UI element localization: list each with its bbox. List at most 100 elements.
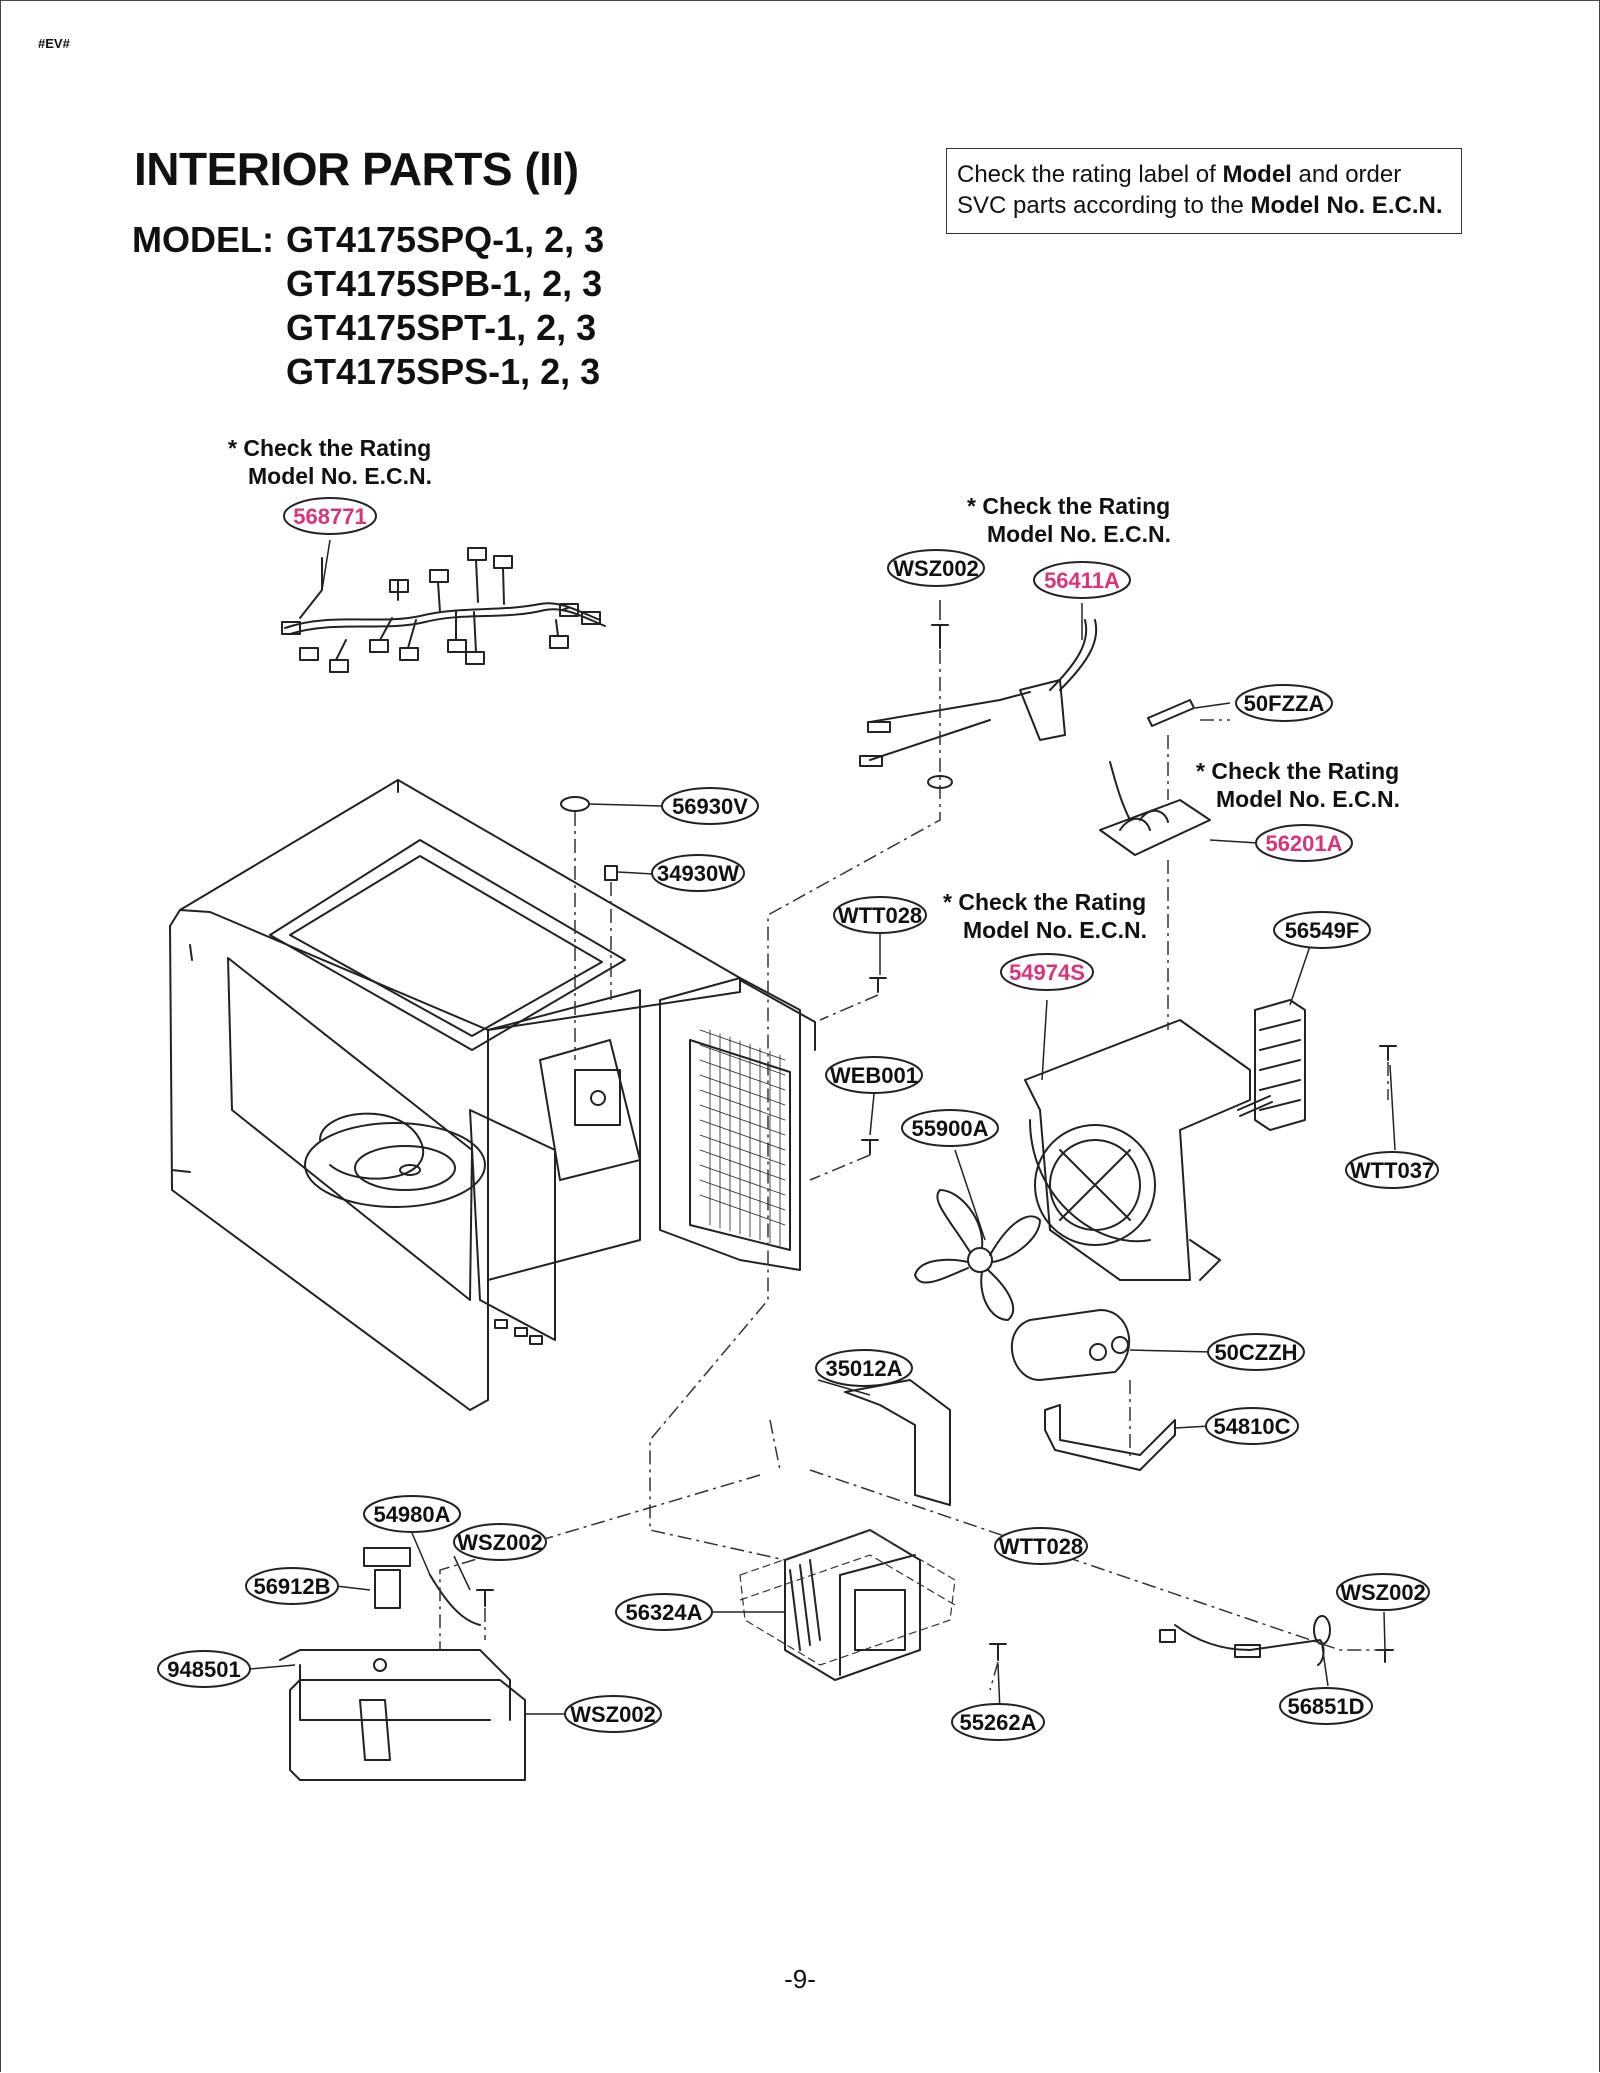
part-callout-54980a: 54980A: [363, 1495, 461, 1533]
part-number-label: 55262A: [959, 1710, 1036, 1735]
part-number-label: 56324A: [625, 1600, 702, 1625]
rating-notice-box: Check the rating label of Model and orde…: [946, 148, 1462, 234]
part-callout-wsz002: WSZ002: [453, 1523, 547, 1561]
notice-bold: Model: [1222, 161, 1292, 188]
part-number-label: 54974S: [1009, 960, 1085, 985]
part-number-label: WSZ002: [1340, 1580, 1426, 1605]
part-callout-wsz002: WSZ002: [564, 1695, 662, 1733]
part-callout-wtt037: WTT037: [1345, 1151, 1439, 1189]
callout-oval: [1205, 1407, 1299, 1445]
wire-harness-drawing: [281, 547, 606, 673]
part-callout-55900a: 55900A: [901, 1109, 999, 1147]
part-callout-wtt028: WTT028: [994, 1527, 1088, 1565]
part-number-label: 56930V: [672, 794, 748, 819]
part-number-label: 34930W: [657, 861, 739, 886]
part-callout-wsz002: WSZ002: [887, 549, 985, 587]
callout-oval: [1336, 1573, 1430, 1611]
model-list: MODEL: GT4175SPQ-1, 2, 3 GT4175SPB-1, 2, …: [132, 218, 604, 394]
model-line: GT4175SPQ-1, 2, 3: [286, 219, 605, 260]
callout-oval: [815, 1349, 913, 1387]
callout-oval: [825, 1056, 923, 1094]
oven-cavity-drawing: [169, 779, 816, 1411]
model-label: MODEL:: [132, 219, 274, 260]
part-number-label: 56411A: [1044, 568, 1120, 593]
part-number-label: 50CZZH: [1214, 1340, 1297, 1365]
callout-oval: [1033, 561, 1131, 599]
notice-bold: Model No. E.C.N.: [1250, 192, 1443, 219]
part-callout-54974s: 54974S: [1000, 953, 1094, 991]
callout-oval: [1235, 684, 1333, 722]
vent-grid-drawing: [699, 1029, 786, 1247]
callout-oval: [564, 1695, 662, 1733]
part-callout-50fzza: 50FZZA: [1235, 684, 1333, 722]
part-callout-55262a: 55262A: [951, 1703, 1045, 1741]
part-number-label: 50FZZA: [1244, 691, 1325, 716]
part-callout-56912b: 56912B: [245, 1567, 339, 1605]
waveguide-drawing: [279, 1649, 526, 1781]
callout-oval: [1207, 1333, 1305, 1371]
notice-text: and order: [1291, 161, 1402, 188]
callout-oval: [951, 1703, 1045, 1741]
part-callout-wsz002: WSZ002: [1336, 1573, 1430, 1611]
callout-oval: [661, 787, 759, 825]
part-number-label: 54980A: [373, 1502, 450, 1527]
part-callout-wtt028: WTT028: [833, 896, 927, 934]
callout-oval: [901, 1109, 999, 1147]
part-number-label: 56201A: [1265, 831, 1342, 856]
part-number-label: 948501: [167, 1657, 240, 1682]
part-number-label: WTT028: [838, 903, 922, 928]
fan-blade-drawing: [914, 1189, 1041, 1321]
part-callout-56851d: 56851D: [1279, 1687, 1373, 1725]
model-line: GT4175SPT-1, 2, 3: [286, 307, 597, 348]
part-number-label: 56549F: [1285, 918, 1360, 943]
part-number-label: WSZ002: [570, 1702, 656, 1727]
part-number-label: 55900A: [911, 1116, 988, 1141]
part-callout-35012a: 35012A: [815, 1349, 913, 1387]
callout-oval: [833, 896, 927, 934]
part-callout-56324a: 56324A: [615, 1593, 713, 1631]
part-number-label: WTT037: [1350, 1158, 1434, 1183]
callout-oval: [615, 1593, 713, 1631]
callout-oval: [245, 1567, 339, 1605]
part-callout-54810c: 54810C: [1205, 1407, 1299, 1445]
callout-oval: [1279, 1687, 1373, 1725]
callout-oval: [1273, 911, 1371, 949]
part-callout-34930w: 34930W: [651, 854, 745, 892]
notice-text: Check the rating label of: [957, 161, 1223, 188]
callout-oval: [1255, 824, 1353, 862]
model-line: GT4175SPB-1, 2, 3: [286, 263, 603, 304]
callout-oval: [283, 497, 377, 535]
callout-oval: [157, 1650, 251, 1688]
part-number-label: WEB001: [830, 1063, 918, 1088]
part-callout-56930v: 56930V: [661, 787, 759, 825]
magnetron-drawing: [784, 1529, 921, 1681]
notice-text: SVC parts according to the: [957, 192, 1251, 219]
model-line: GT4175SPS-1, 2, 3: [286, 351, 601, 392]
callout-oval: [453, 1523, 547, 1561]
callout-oval: [887, 549, 985, 587]
page-title: INTERIOR PARTS (II): [134, 143, 579, 195]
part-callout-56411a: 56411A: [1033, 561, 1131, 599]
part-callout-web001: WEB001: [825, 1056, 923, 1094]
part-number-label: 56912B: [253, 1574, 330, 1599]
part-callout-56201a: 56201A: [1255, 824, 1353, 862]
part-callout-568771: 568771: [283, 497, 377, 535]
callout-oval: [651, 854, 745, 892]
part-number-label: WSZ002: [893, 556, 979, 581]
part-callout-948501: 948501: [157, 1650, 251, 1688]
callout-oval: [994, 1527, 1088, 1565]
part-number-label: WSZ002: [457, 1530, 543, 1555]
part-number-label: 568771: [293, 504, 366, 529]
part-number-label: 56851D: [1287, 1694, 1364, 1719]
callout-oval: [1345, 1151, 1439, 1189]
page-number: -9-: [784, 1964, 816, 1994]
callout-oval: [1000, 953, 1094, 991]
part-number-label: WTT028: [999, 1534, 1083, 1559]
callout-oval: [363, 1495, 461, 1533]
corner-tag: #EV#: [38, 36, 70, 51]
